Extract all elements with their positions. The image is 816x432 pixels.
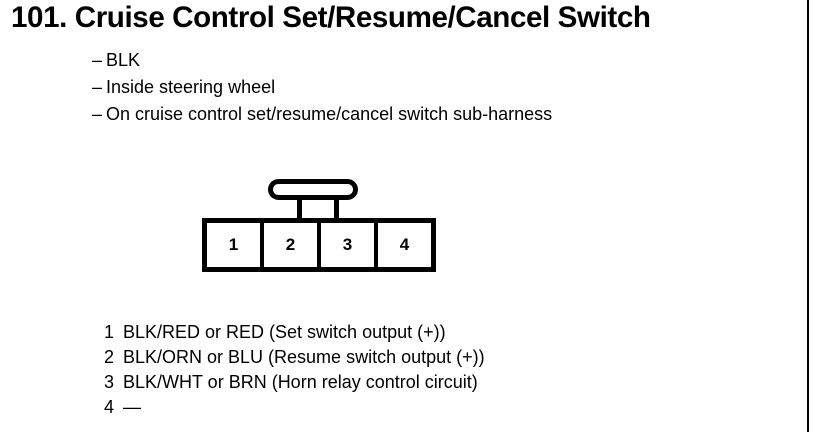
pin-description: BLK/WHT or BRN (Horn relay control circu… — [123, 372, 478, 392]
pin-description: BLK/ORN or BLU (Resume switch output (+)… — [123, 347, 485, 367]
cavity-number: 1 — [228, 234, 239, 254]
pin-number: 4 — [104, 397, 115, 417]
cavity-number: 3 — [342, 234, 353, 254]
connector-diagram: 1 2 3 4 — [196, 172, 440, 280]
connector-cavity-4: 4 — [378, 223, 431, 267]
connector-cavity-1: 1 — [207, 223, 264, 267]
descriptor-text: On cruise control set/resume/cancel swit… — [106, 104, 553, 124]
connector-lock-tab-neck — [297, 196, 339, 220]
pin-description: BLK/RED or RED (Set switch output (+)) — [123, 322, 446, 342]
page-title: 101. Cruise Control Set/Resume/Cancel Sw… — [11, 1, 651, 34]
descriptor-item: – On cruise control set/resume/cancel sw… — [92, 101, 792, 128]
connector-body: 1 2 3 4 — [202, 218, 436, 272]
pin-number: 3 — [104, 372, 115, 392]
pin-legend-row: 1 BLK/RED or RED (Set switch output (+)) — [104, 320, 794, 345]
descriptor-text: BLK — [106, 50, 141, 70]
page-margin-rule — [807, 0, 809, 432]
cavity-number: 4 — [399, 234, 410, 254]
pin-legend-row: 2 BLK/ORN or BLU (Resume switch output (… — [104, 345, 794, 370]
cavity-number: 2 — [285, 234, 296, 254]
pin-description: — — [123, 397, 141, 417]
pin-legend-row: 4 — — [104, 395, 794, 420]
pin-number: 1 — [104, 322, 115, 342]
connector-cavity-3: 3 — [321, 223, 378, 267]
dash-bullet-icon: – — [92, 50, 103, 70]
pin-number: 2 — [104, 347, 115, 367]
descriptor-text: Inside steering wheel — [106, 77, 276, 97]
pin-legend-row: 3 BLK/WHT or BRN (Horn relay control cir… — [104, 370, 794, 395]
connector-cavity-2: 2 — [264, 223, 321, 267]
dash-bullet-icon: – — [92, 104, 103, 124]
dash-bullet-icon: – — [92, 77, 103, 97]
pin-legend-list: 1 BLK/RED or RED (Set switch output (+))… — [104, 320, 794, 420]
descriptor-item: – BLK — [92, 47, 792, 74]
descriptor-list: – BLK – Inside steering wheel – On cruis… — [92, 47, 792, 128]
descriptor-item: – Inside steering wheel — [92, 74, 792, 101]
connector-lock-tab-icon — [268, 179, 358, 200]
